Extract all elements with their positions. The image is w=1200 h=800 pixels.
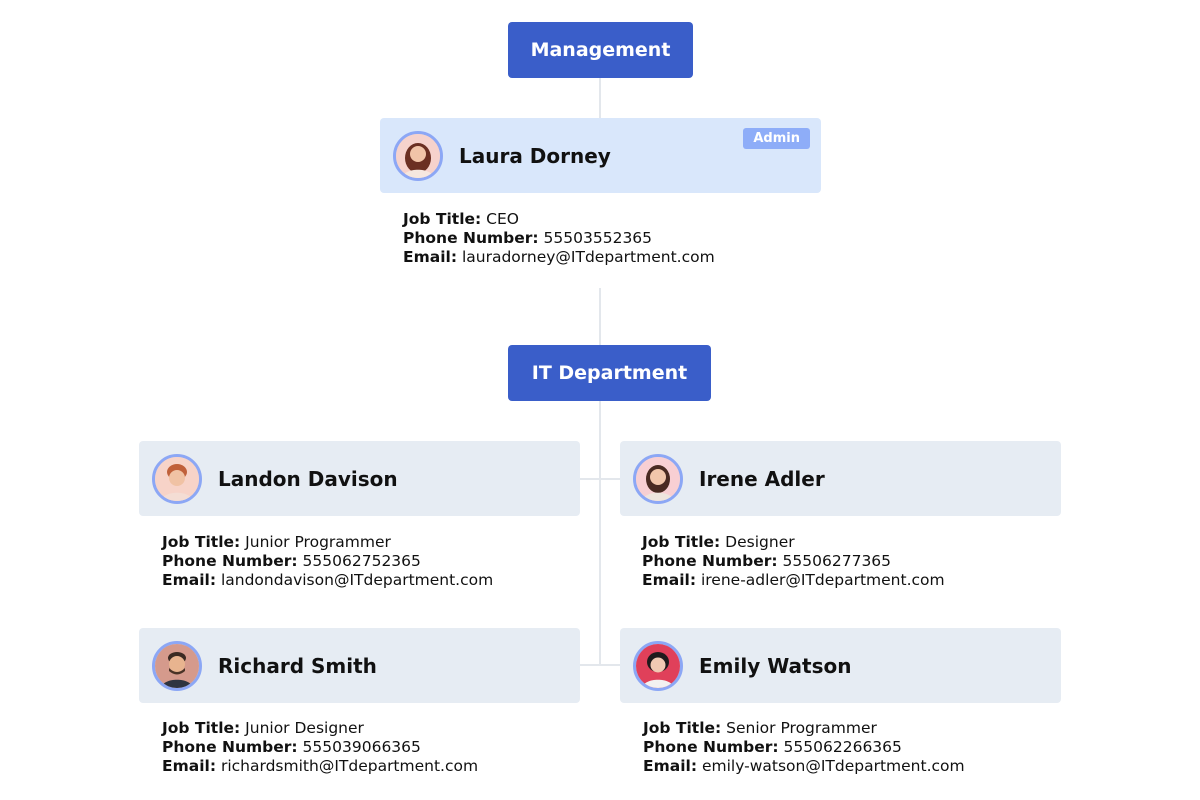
phone-row: Phone Number: 555039066365	[162, 738, 421, 756]
job-title-row: Job Title: Junior Programmer	[162, 533, 391, 551]
person-name-laura-dorney: Laura Dorney	[459, 143, 611, 168]
details-laura-dorney: Job Title: CEO Phone Number: 55503552365…	[403, 210, 715, 267]
person-name-irene-adler: Irene Adler	[699, 466, 825, 491]
job-title-row: Job Title: CEO	[403, 210, 519, 228]
phone-row: Phone Number: 55506277365	[642, 552, 892, 570]
it-department-button[interactable]: IT Department	[508, 345, 711, 401]
person-avatar-icon	[393, 130, 443, 181]
person-avatar-icon	[152, 640, 202, 691]
person-name-emily-watson: Emily Watson	[699, 653, 852, 678]
person-card-laura-dorney[interactable]: Laura Dorney Admin	[380, 118, 821, 193]
email-row: Email: richardsmith@ITdepartment.com	[162, 757, 479, 775]
person-card-landon-davison[interactable]: Landon Davison	[139, 441, 580, 516]
person-name-richard-smith: Richard Smith	[218, 653, 377, 678]
details-richard-smith: Job Title: Junior Designer Phone Number:…	[162, 719, 478, 776]
email-row: Email: lauradorney@ITdepartment.com	[403, 248, 715, 266]
person-avatar-icon	[633, 453, 683, 504]
admin-badge: Admin	[743, 128, 810, 149]
details-irene-adler: Job Title: Designer Phone Number: 555062…	[642, 533, 945, 590]
person-name-landon-davison: Landon Davison	[218, 466, 398, 491]
management-department-button[interactable]: Management	[508, 22, 693, 78]
person-card-emily-watson[interactable]: Emily Watson	[620, 628, 1061, 703]
email-row: Email: emily-watson@ITdepartment.com	[643, 757, 965, 775]
phone-row: Phone Number: 55503552365	[403, 229, 653, 247]
job-title-row: Job Title: Senior Programmer	[643, 719, 877, 737]
job-title-row: Job Title: Designer	[642, 533, 795, 551]
job-title-row: Job Title: Junior Designer	[162, 719, 364, 737]
person-card-richard-smith[interactable]: Richard Smith	[139, 628, 580, 703]
phone-row: Phone Number: 555062266365	[643, 738, 902, 756]
phone-row: Phone Number: 555062752365	[162, 552, 421, 570]
details-emily-watson: Job Title: Senior Programmer Phone Numbe…	[643, 719, 965, 776]
person-avatar-icon	[633, 640, 683, 691]
email-row: Email: irene-adler@ITdepartment.com	[642, 571, 945, 589]
email-row: Email: landondavison@ITdepartment.com	[162, 571, 494, 589]
person-card-irene-adler[interactable]: Irene Adler	[620, 441, 1061, 516]
details-landon-davison: Job Title: Junior Programmer Phone Numbe…	[162, 533, 493, 590]
person-avatar-icon	[152, 453, 202, 504]
